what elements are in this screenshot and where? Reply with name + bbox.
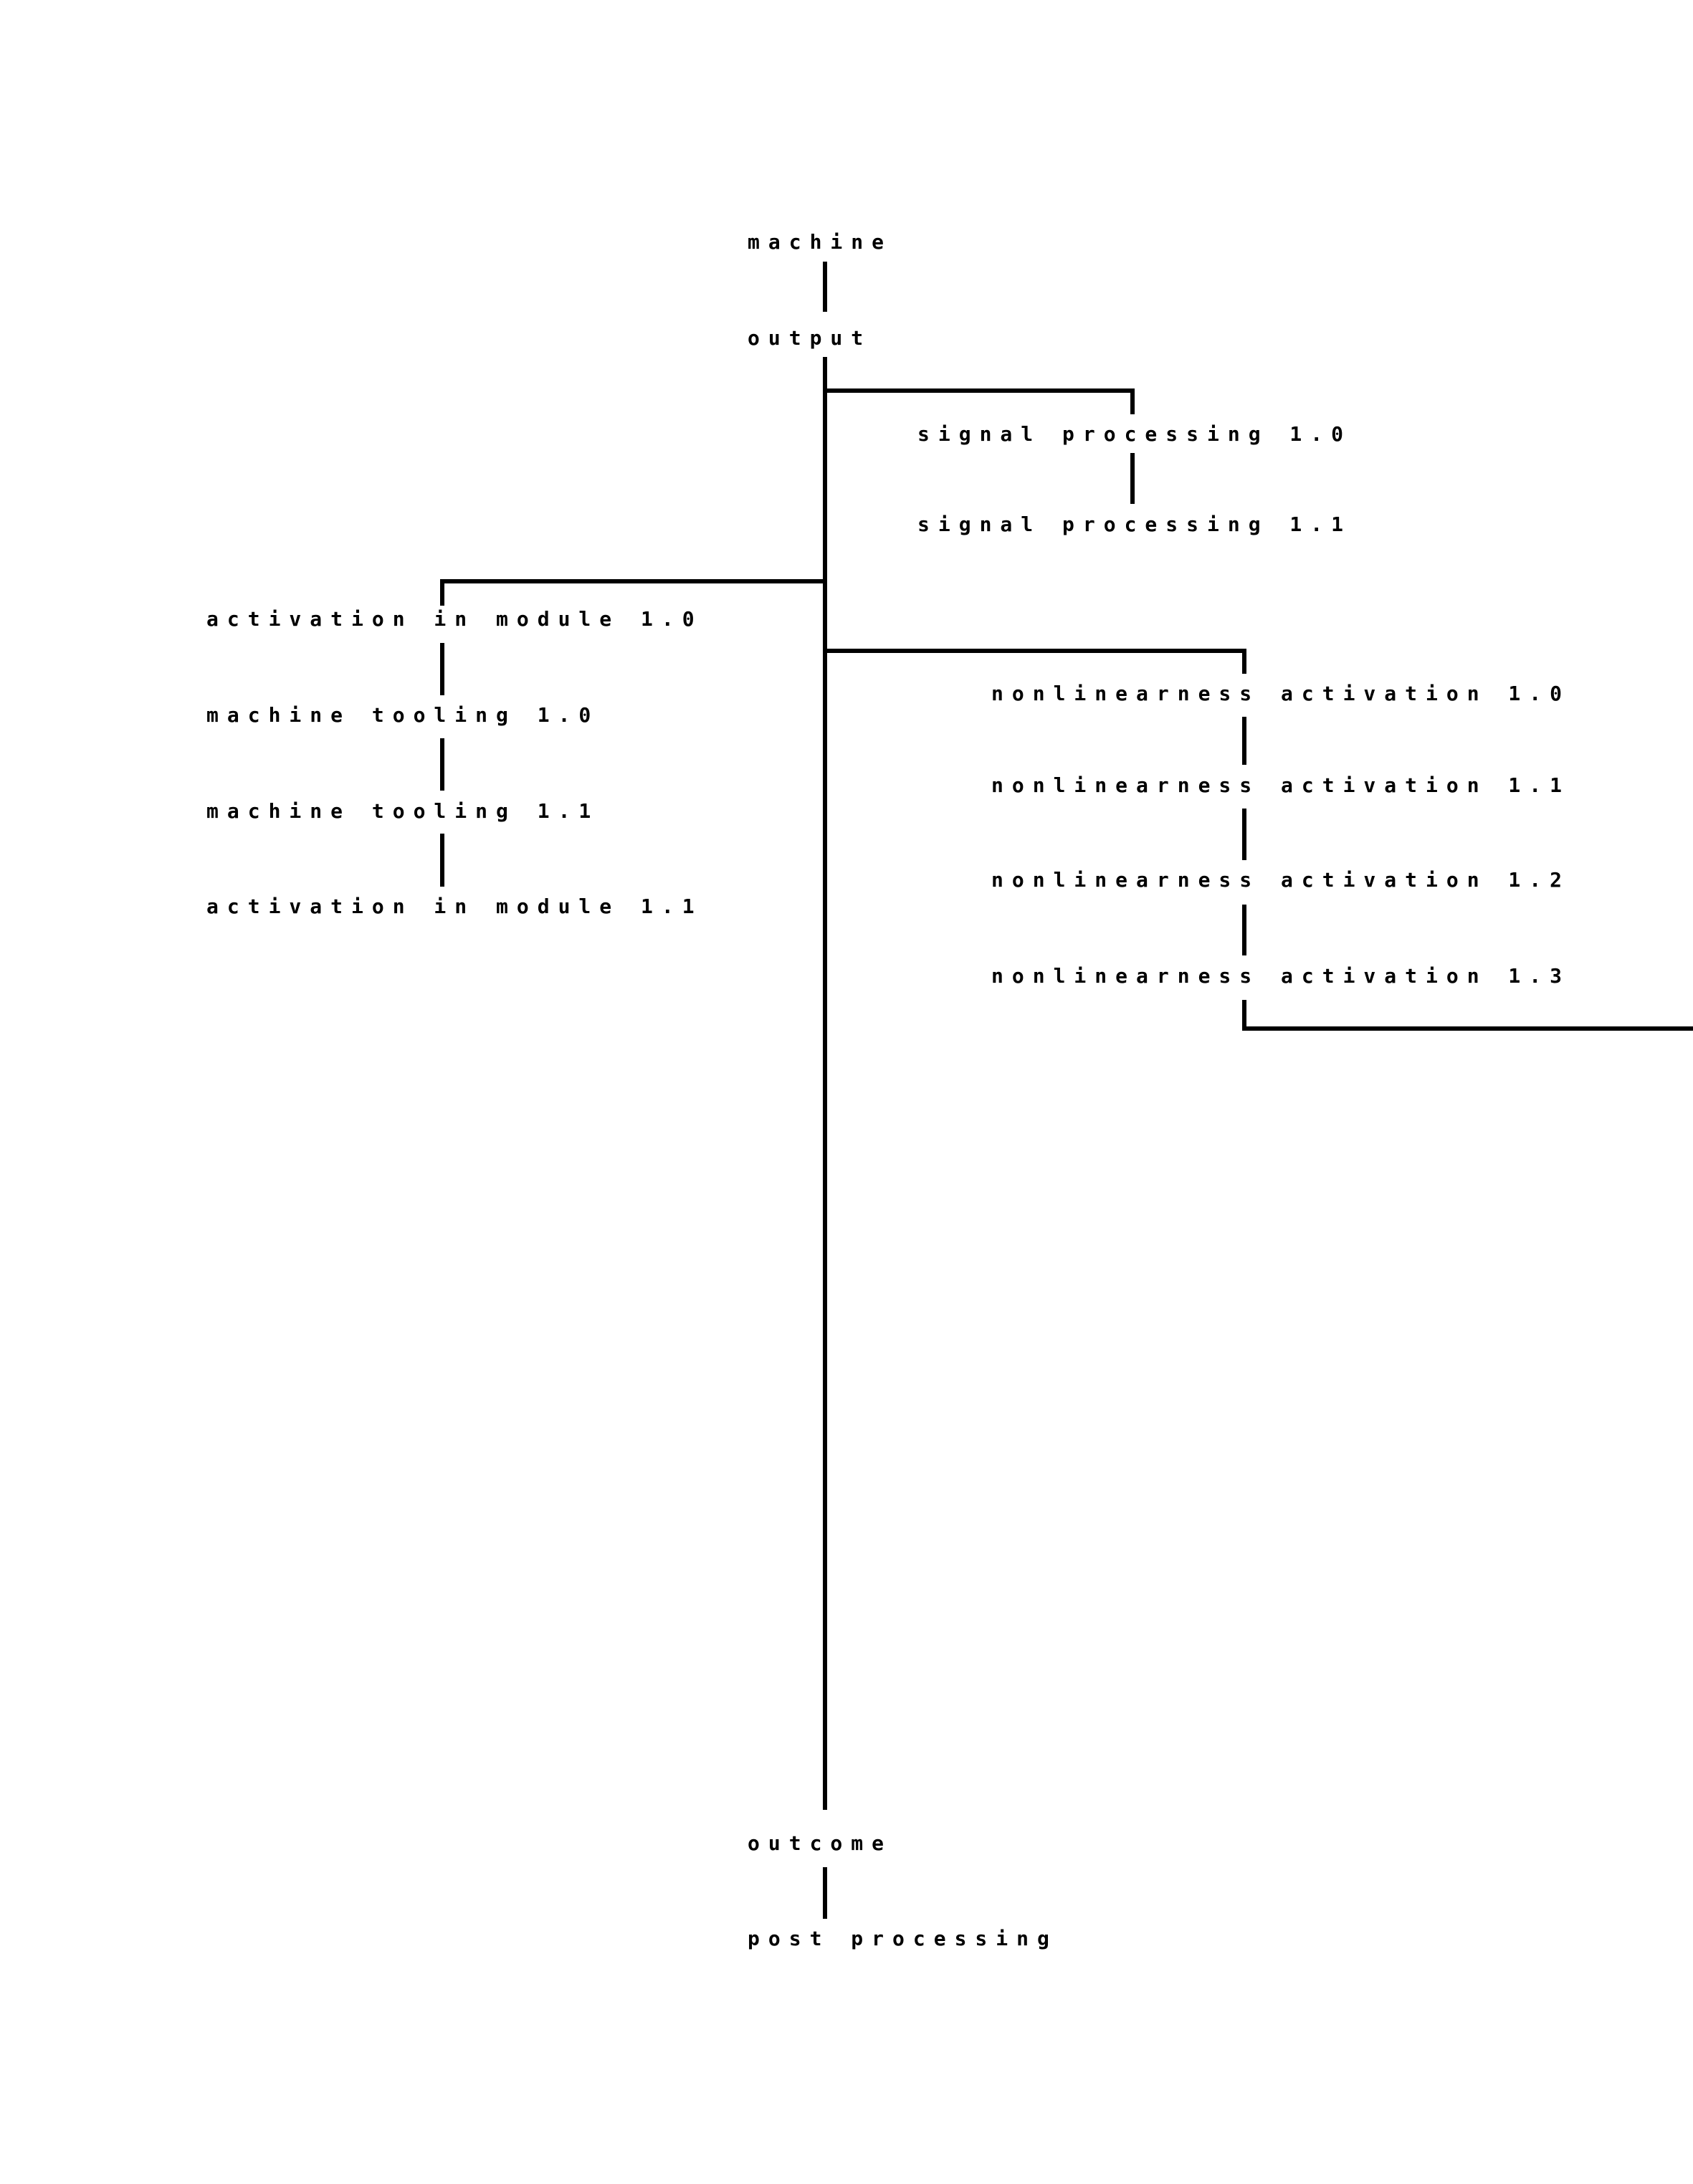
node-outcome: outcome [748, 1831, 893, 1855]
node-nonlinear-1-3: nonlinearness activation 1.3 [991, 964, 1571, 988]
edge-signal-branch [825, 388, 1135, 414]
node-activation-1-0: activation in module 1.0 [206, 607, 703, 631]
node-output: output [748, 326, 872, 350]
node-tooling-1-1: machine tooling 1.1 [206, 799, 600, 823]
node-nonlinear-1-1: nonlinearness activation 1.1 [991, 773, 1571, 797]
node-nonlinear-1-2: nonlinearness activation 1.2 [991, 868, 1571, 892]
node-post-processing: post processing [748, 1927, 1058, 1950]
node-nonlinear-1-0: nonlinearness activation 1.0 [991, 682, 1571, 705]
node-signal-processing-1-1: signal processing 1.1 [917, 512, 1353, 536]
node-machine: machine [748, 230, 893, 254]
edge-right-exit [1242, 1000, 1693, 1031]
node-activation-1-1: activation in module 1.1 [206, 895, 703, 918]
edge-left-branch [440, 579, 825, 606]
edge-right-branch [825, 649, 1246, 674]
node-tooling-1-0: machine tooling 1.0 [206, 703, 600, 727]
node-signal-processing-1-0: signal processing 1.0 [917, 422, 1353, 446]
